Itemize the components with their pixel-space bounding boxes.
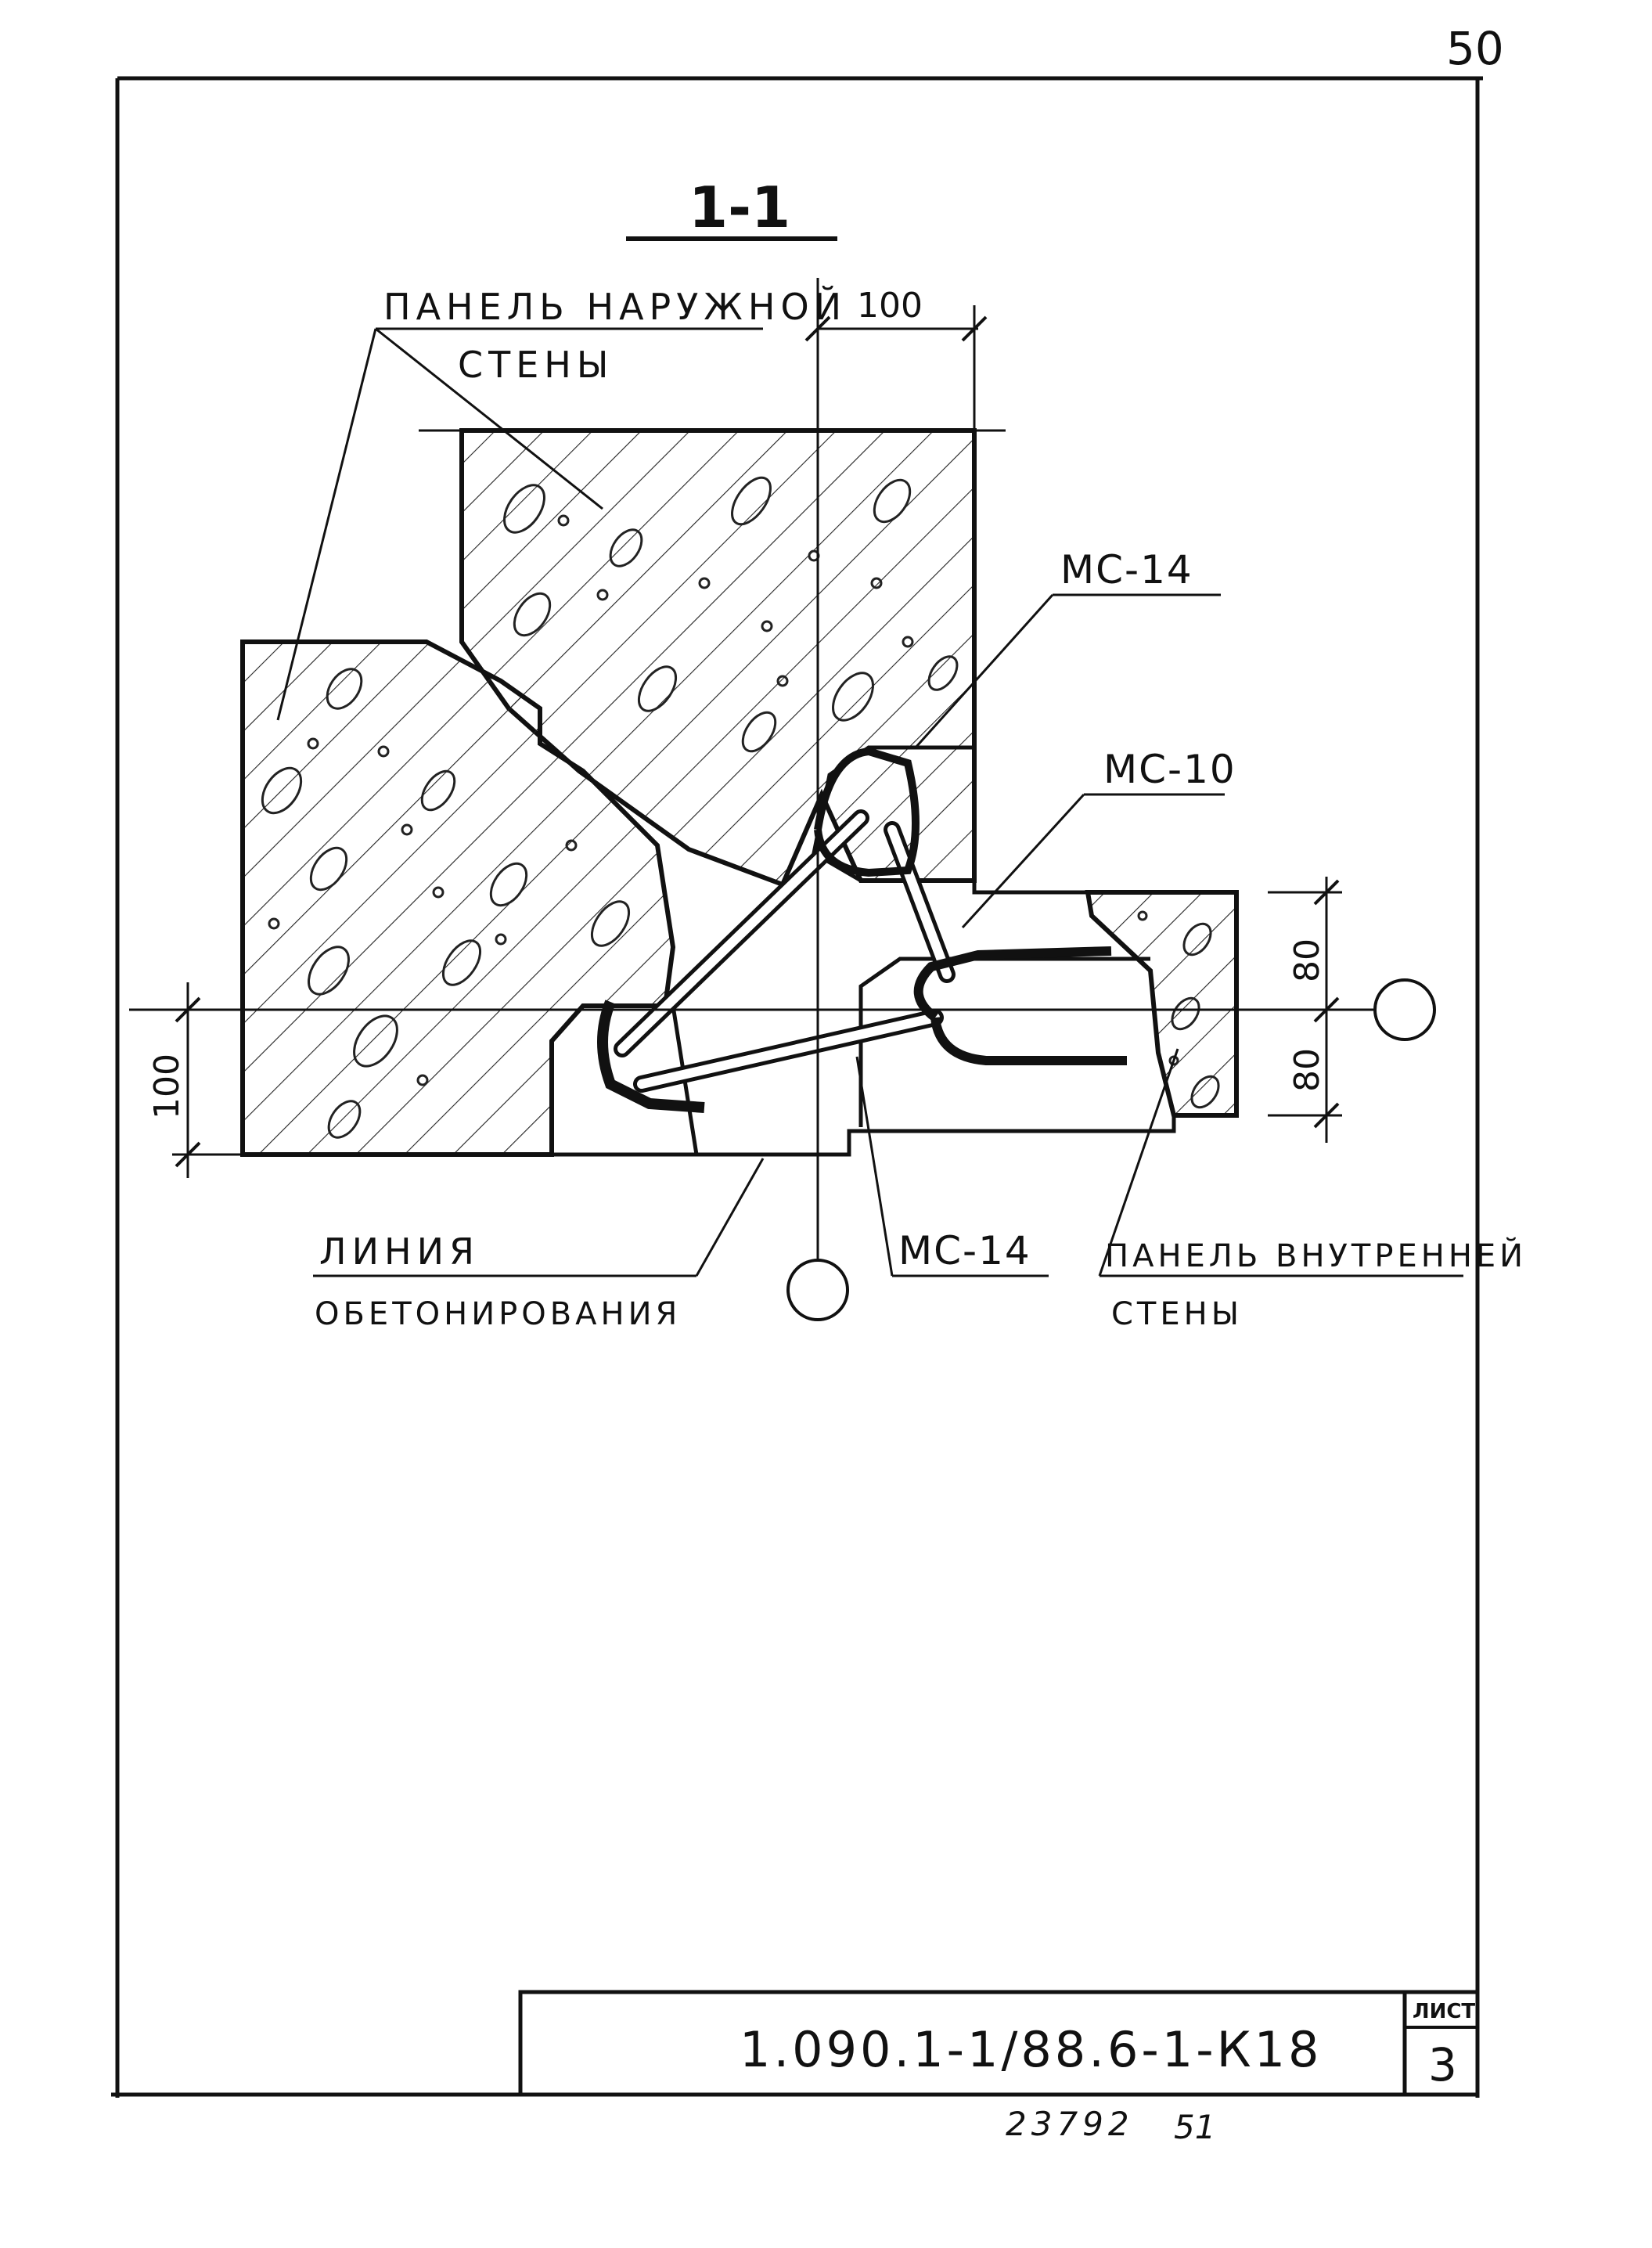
- inner-panel-label-line1: ПАНЕЛЬ ВНУТРЕННЕЙ: [1105, 1237, 1527, 1274]
- outer-wall-panel: [459, 428, 977, 888]
- mark-ms14-bottom-label: МС-14: [898, 1228, 1031, 1274]
- concrete-line-label-line1: ЛИНИЯ: [319, 1230, 480, 1273]
- concrete-line-label-line2: ОБЕТОНИРОВАНИЯ: [315, 1296, 681, 1332]
- section-title: 1-1: [689, 175, 790, 240]
- mark-ms14-top-label: МС-14: [1060, 547, 1193, 593]
- dimension-left-value: 100: [147, 1054, 187, 1119]
- loop-left: [597, 1000, 705, 1113]
- leader-lines: [276, 327, 1463, 1277]
- connection-rods: [597, 747, 1127, 1113]
- outer-panel-label-line2: СТЕНЫ: [458, 344, 614, 386]
- axis-marker-bottom: [786, 1259, 849, 1321]
- footer-page-number: 51: [1174, 2108, 1215, 2146]
- sheet-number-top: 50: [1446, 22, 1504, 75]
- sheet-label: ЛИСТ: [1413, 2000, 1475, 2023]
- dimension-left: [172, 982, 243, 1178]
- dimension-right: [1268, 877, 1342, 1143]
- mark-ms10-label: МС-10: [1103, 747, 1236, 792]
- title-block: [518, 1990, 1480, 2097]
- document-code: 1.090.1-1/88.6-1-К18: [740, 2021, 1323, 2078]
- inner-panel-label-line2: СТЕНЫ: [1111, 1296, 1243, 1332]
- dimension-right-upper-value: 80: [1287, 938, 1327, 982]
- outer-panel-label-line1: ПАНЕЛЬ НАРУЖНОЙ: [383, 286, 847, 328]
- inventory-number: 23792: [1006, 2105, 1134, 2143]
- inner-wall-panel: [1085, 890, 1239, 1118]
- dimension-top: [419, 305, 1006, 432]
- axis-lines: [129, 278, 1373, 1260]
- sheet-value: 3: [1428, 2038, 1457, 2091]
- dimension-top-value: 100: [857, 286, 923, 326]
- loop-right: [913, 946, 1127, 1065]
- dimension-right-lower-value: 80: [1287, 1048, 1327, 1092]
- loop-top: [814, 747, 920, 877]
- axis-marker-right: [1373, 978, 1436, 1041]
